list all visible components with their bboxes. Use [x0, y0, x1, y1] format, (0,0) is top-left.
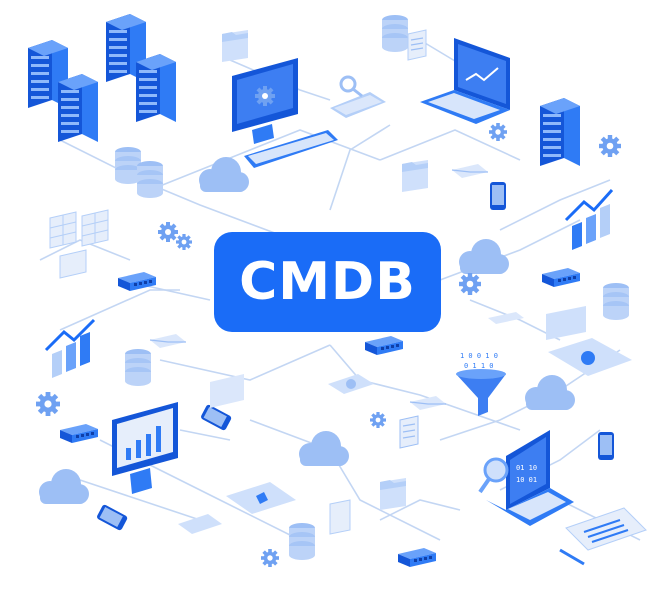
network-switch-icon — [542, 268, 580, 287]
image-card-icon — [328, 374, 374, 394]
folder-icon — [222, 30, 248, 62]
server-rack-icon — [540, 98, 580, 166]
envelope-icon — [451, 163, 489, 179]
svg-text:10 01: 10 01 — [516, 476, 537, 484]
network-switch-icon — [118, 272, 156, 291]
bar-chart-icon — [44, 318, 96, 378]
spreadsheet-icon — [49, 209, 109, 279]
network-switch-icon — [398, 548, 436, 567]
gear-icon — [489, 123, 507, 141]
svg-text:01 10: 01 10 — [516, 464, 537, 472]
database-icon — [137, 161, 163, 198]
laptop-icon: 01 10 10 01 — [486, 430, 574, 526]
cloud-icon — [459, 239, 509, 274]
gear-icon — [370, 412, 386, 428]
cloud-icon — [39, 469, 89, 504]
cloud-icon — [199, 157, 249, 192]
cloud-icon — [299, 431, 349, 466]
gear-icon — [599, 135, 621, 157]
speech-bubble-icon — [546, 306, 586, 340]
cmdb-title: CMDB — [239, 252, 416, 312]
svg-text:1 0 0 1 0: 1 0 0 1 0 — [460, 352, 498, 360]
database-icon — [125, 349, 151, 386]
folder-icon — [380, 478, 406, 510]
video-card-icon — [226, 482, 296, 514]
database-icon — [382, 15, 408, 52]
svg-text:0 1 1 0: 0 1 1 0 — [464, 362, 494, 370]
bar-chart-icon — [564, 188, 614, 250]
document-icon — [329, 499, 351, 535]
speech-bubble-icon — [210, 374, 244, 408]
cloud-icon — [525, 375, 575, 410]
magnifier-icon — [339, 75, 363, 98]
network-switch-icon — [60, 424, 98, 443]
gear-icon — [459, 273, 481, 295]
server-rack-icon — [136, 54, 176, 122]
desktop-monitor-icon — [112, 402, 178, 494]
report-icon — [559, 507, 647, 566]
gear-icon — [36, 392, 60, 416]
folder-icon — [402, 160, 428, 192]
smartphone-icon — [96, 503, 129, 532]
smartphone-icon — [490, 182, 506, 210]
document-icon — [407, 29, 427, 61]
gear-icon — [176, 234, 192, 250]
server-rack-icon — [58, 74, 98, 142]
database-icon — [603, 283, 629, 320]
envelope-icon — [409, 395, 447, 411]
chip-icon — [178, 514, 222, 534]
desktop-monitor-icon — [232, 58, 298, 144]
gear-icon — [261, 549, 279, 567]
keyboard-icon — [244, 130, 338, 168]
smartphone-icon — [200, 403, 233, 432]
funnel-icon: 1 0 0 1 0 0 1 1 0 — [456, 352, 506, 416]
database-icon — [289, 523, 315, 560]
cmdb-badge: CMDB — [214, 232, 441, 332]
envelope-icon — [149, 333, 187, 349]
smartphone-icon — [598, 432, 614, 460]
image-card-icon — [548, 338, 632, 376]
gear-icon — [158, 222, 178, 242]
magnifier-icon — [478, 457, 509, 494]
document-icon — [488, 312, 524, 324]
document-icon — [399, 415, 419, 449]
laptop-icon — [420, 38, 510, 124]
tablet-icon — [330, 92, 386, 118]
network-switch-icon — [365, 336, 403, 355]
